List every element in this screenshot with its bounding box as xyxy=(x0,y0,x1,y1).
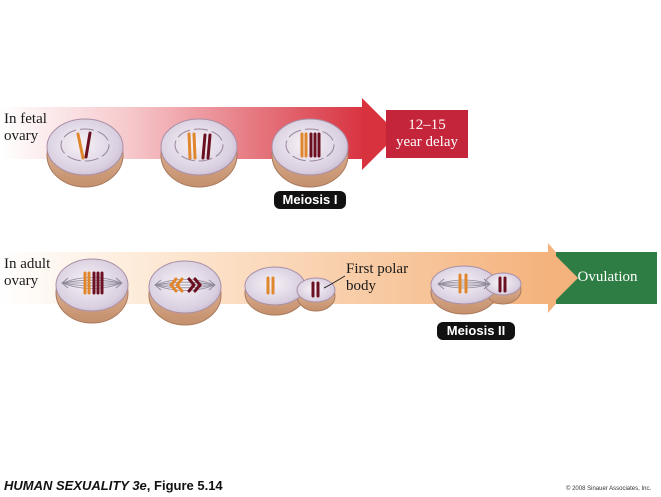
spindle xyxy=(437,278,491,290)
chromosome xyxy=(175,283,184,293)
fetal-ovary-label: In fetal ovary xyxy=(4,111,47,144)
ovulation-label: Ovulation xyxy=(577,269,638,285)
fetal-cell-2 xyxy=(160,118,238,188)
copyright-notice: © 2008 Sinauer Associates, Inc. xyxy=(566,486,652,492)
spindle xyxy=(154,279,216,291)
chromosome xyxy=(169,283,178,293)
nuclear-envelope xyxy=(285,128,335,162)
chromosome xyxy=(193,283,202,293)
chromosome xyxy=(187,132,192,160)
chromosome xyxy=(76,132,85,160)
adult-cell-3-with-polar-body xyxy=(244,266,336,316)
spindle xyxy=(61,277,123,289)
chromosome xyxy=(201,133,207,160)
meiosis-two-badge: Meiosis II xyxy=(437,322,515,340)
adult-cell-4-with-polar-body xyxy=(430,265,522,315)
delay-label: 12–15 year delay xyxy=(395,117,459,150)
chromosome xyxy=(84,131,92,159)
adult-cell-1 xyxy=(55,258,129,324)
figure-caption: HUMAN SEXUALITY 3e, Figure 5.14 xyxy=(4,478,223,493)
first-polar-body-label: First polar body xyxy=(346,261,409,294)
book-title: HUMAN SEXUALITY 3e xyxy=(4,478,147,493)
adult-cell-2 xyxy=(148,260,222,326)
chromosome xyxy=(206,133,212,160)
fetal-cell-3 xyxy=(271,118,349,188)
chromosome xyxy=(192,132,197,160)
polar-body-leader-line xyxy=(323,275,346,289)
figure-number: , Figure 5.14 xyxy=(146,478,223,493)
nuclear-envelope xyxy=(174,128,224,162)
meiosis-one-badge: Meiosis I xyxy=(274,191,346,209)
chromosome xyxy=(187,283,196,293)
nuclear-envelope xyxy=(60,128,110,162)
fetal-cell-1 xyxy=(46,118,124,188)
fetal-delay-box xyxy=(386,110,468,158)
adult-ovary-label: In adult ovary xyxy=(4,256,51,289)
